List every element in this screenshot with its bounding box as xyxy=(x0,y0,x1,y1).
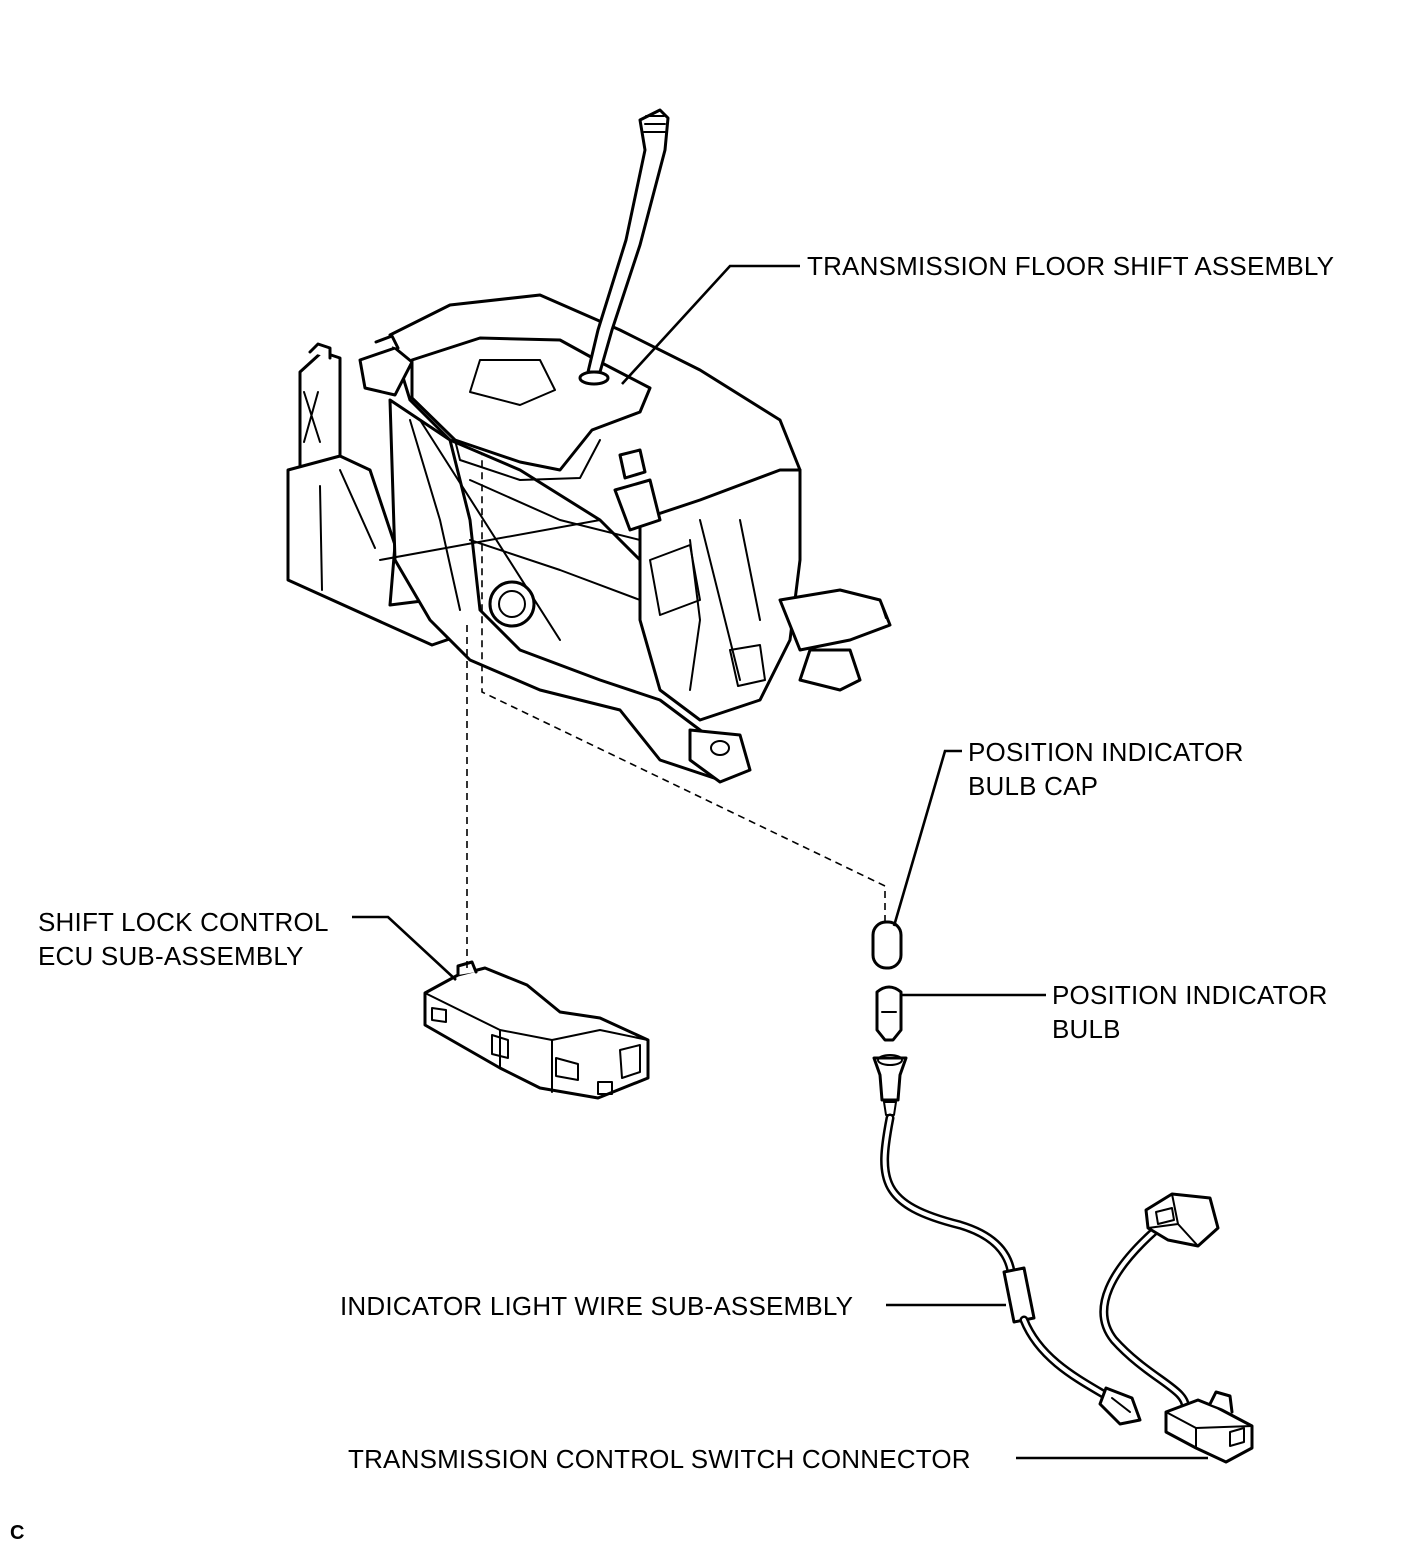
label-position-indicator-bulb: POSITION INDICATOR BULB xyxy=(1052,978,1328,1046)
dashed-line-bulb xyxy=(481,455,886,922)
label-bulb-cap-line1: POSITION INDICATOR xyxy=(968,737,1244,767)
label-transmission-floor-shift-assembly: TRANSMISSION FLOOR SHIFT ASSEMBLY xyxy=(807,251,1335,281)
label-bulb-cap-line2: BULB CAP xyxy=(968,771,1099,801)
label-shift-lock-line2: ECU SUB-ASSEMBLY xyxy=(38,941,304,971)
leader-floor-shift xyxy=(621,264,800,385)
position-indicator-bulb-cap-drawing xyxy=(871,920,903,970)
label-shift-lock-control-ecu: SHIFT LOCK CONTROL ECU SUB-ASSEMBLY xyxy=(38,905,329,973)
dashed-alignment-lines xyxy=(466,455,886,968)
corner-mark: C xyxy=(10,1522,25,1544)
label-bulb-line1: POSITION INDICATOR xyxy=(1052,980,1328,1010)
transmission-floor-shift-assembly-drawing xyxy=(286,108,892,784)
leader-shift-lock xyxy=(352,915,457,981)
label-shift-lock-line1: SHIFT LOCK CONTROL xyxy=(38,907,329,937)
position-indicator-bulb-drawing xyxy=(875,985,903,1042)
leader-bulb-cap xyxy=(892,749,962,927)
label-bulb-line2: BULB xyxy=(1052,1014,1121,1044)
shift-lock-control-ecu-drawing xyxy=(423,960,650,1100)
transmission-control-switch-connector-drawing xyxy=(1164,1390,1254,1464)
label-indicator-light-wire: INDICATOR LIGHT WIRE SUB-ASSEMBLY xyxy=(340,1291,854,1321)
label-position-indicator-bulb-cap: POSITION INDICATOR BULB CAP xyxy=(968,735,1244,803)
leader-lines xyxy=(352,264,1208,1460)
indicator-light-wire-drawing xyxy=(872,1054,1220,1426)
label-transmission-control-switch-connector: TRANSMISSION CONTROL SWITCH CONNECTOR xyxy=(348,1444,971,1474)
